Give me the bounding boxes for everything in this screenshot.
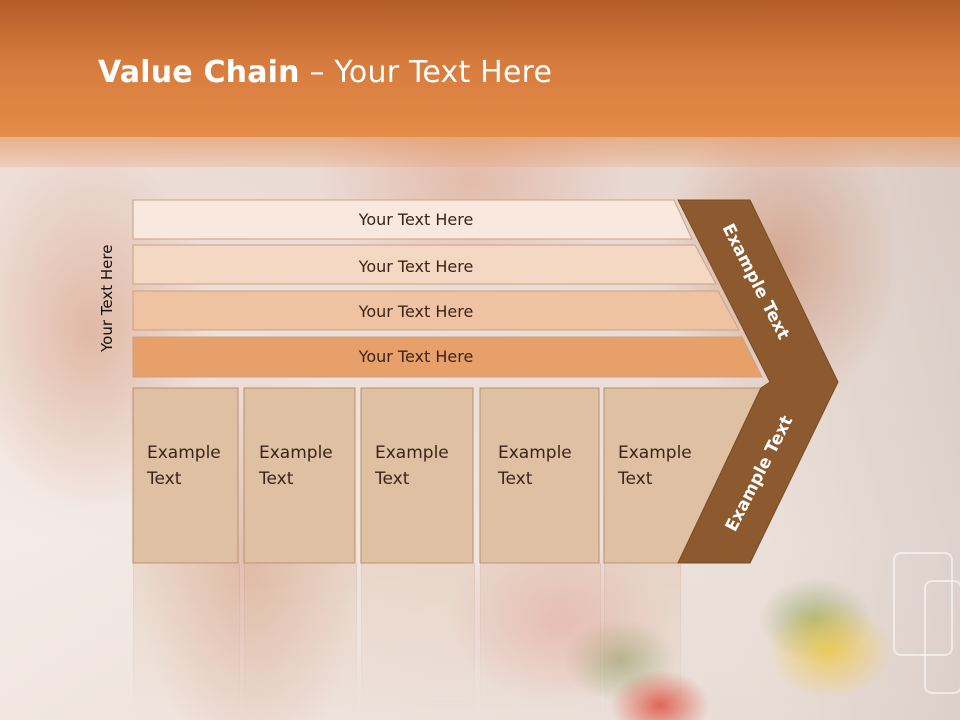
activity-box-1[interactable] [132,387,239,564]
reflection-box [361,563,475,720]
activity-box-2-text: Example Text [259,440,354,492]
reflection-box [133,563,240,720]
title-bar-band [0,137,960,167]
support-bar-1-label: Your Text Here [358,210,474,229]
activity-box-4[interactable] [479,387,600,564]
reflection-box [244,563,357,720]
support-bar-3[interactable]: Your Text Here [132,290,740,331]
support-bar-4-label: Your Text Here [358,347,474,366]
support-bar-3-label: Your Text Here [358,302,474,321]
support-bar-1[interactable]: Your Text Here [132,199,693,240]
activity-box-2-line2: Text [259,469,294,489]
support-bar-2-label: Your Text Here [358,257,474,276]
activity-box-4-line1: Example [498,443,572,463]
support-bar-4[interactable]: Your Text Here [132,336,763,378]
wine-glass-image [893,552,953,656]
activity-box-1-line1: Example [147,443,221,463]
activity-box-3-text: Example Text [375,440,470,492]
activity-box-4-text: Example Text [498,440,593,492]
activity-box-5-text: Example Text [618,440,713,492]
slide-title[interactable]: Value Chain – Your Text Here [98,55,552,90]
reflection-box [604,563,681,720]
activity-box-1-text: Example Text [147,440,242,492]
activity-box-5-line1: Example [618,443,692,463]
wine-glass-image [924,580,960,694]
support-bar-2[interactable]: Your Text Here [132,244,717,285]
activity-box-3-line2: Text [375,469,410,489]
title-bold: Value Chain [98,55,300,90]
activity-box-2-line1: Example [259,443,333,463]
title-bar [0,0,960,137]
activity-box-2[interactable] [243,387,356,564]
title-rest: – Your Text Here [299,55,553,90]
activity-box-5-line2: Text [618,469,653,489]
activity-box-3[interactable] [360,387,474,564]
reflection-box [480,563,601,720]
diagram-reflection [0,563,960,720]
activity-box-4-line2: Text [498,469,533,489]
activity-box-1-line2: Text [147,469,182,489]
activity-box-3-line1: Example [375,443,449,463]
